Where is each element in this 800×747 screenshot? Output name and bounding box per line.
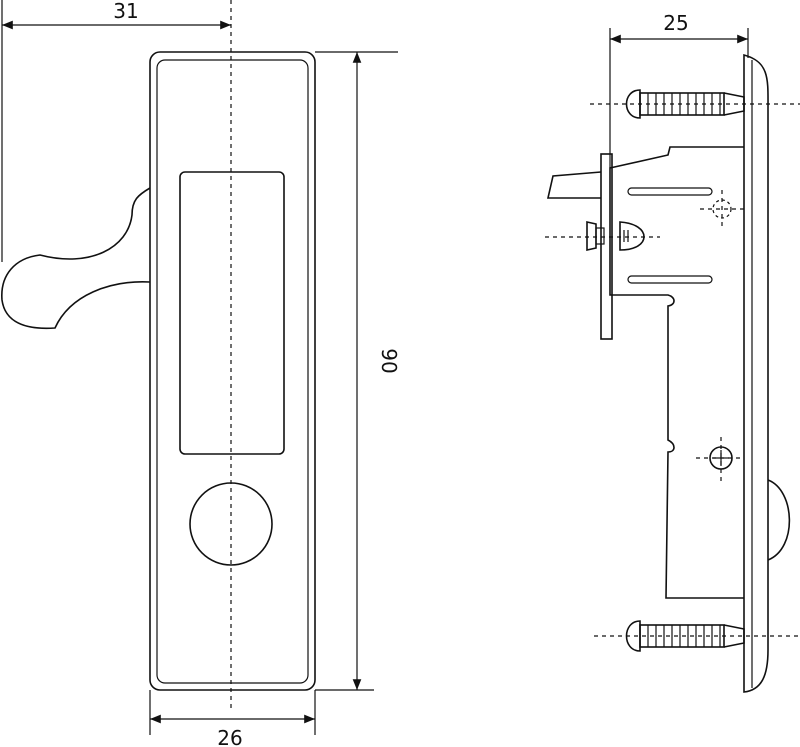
side-screw-top bbox=[590, 89, 800, 119]
side-slot-upper bbox=[627, 187, 713, 196]
side-knob bbox=[767, 479, 791, 561]
side-slot-lower bbox=[627, 275, 713, 284]
dimension-side-depth: 25 bbox=[609, 11, 749, 168]
side-screw-bottom bbox=[594, 620, 800, 652]
side-hole-upper bbox=[700, 190, 744, 228]
side-latch-tongue bbox=[546, 171, 602, 199]
side-bracket bbox=[600, 153, 613, 340]
dimension-height: 90 bbox=[315, 51, 401, 691]
front-view bbox=[1, 0, 316, 712]
dimension-bottom-width-label: 26 bbox=[217, 726, 242, 747]
dimension-side-depth-label: 25 bbox=[663, 11, 688, 35]
dimension-top-width-label: 31 bbox=[113, 0, 138, 23]
dimension-height-label: 90 bbox=[377, 348, 401, 373]
side-screw-middle bbox=[696, 437, 744, 484]
dimension-bottom-width: 26 bbox=[149, 690, 316, 747]
front-window bbox=[179, 171, 285, 455]
front-plate-inner bbox=[156, 59, 309, 684]
front-plate-outer bbox=[149, 51, 316, 691]
handle-lever bbox=[1, 187, 151, 330]
dimension-top-width: 31 bbox=[1, 0, 231, 262]
side-view bbox=[545, 53, 800, 693]
side-front-plate bbox=[743, 53, 769, 693]
side-set-screw bbox=[545, 221, 660, 251]
side-housing bbox=[609, 146, 744, 599]
